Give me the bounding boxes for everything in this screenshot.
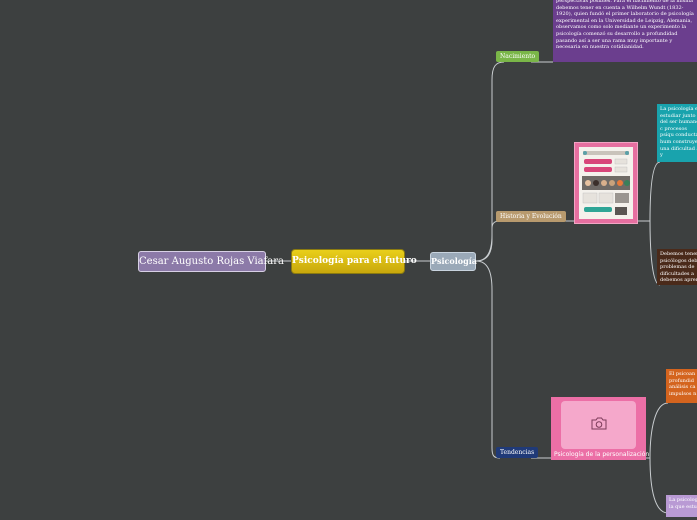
infographic-thumbnail (579, 147, 633, 219)
psicologia-node[interactable]: Psicología (430, 252, 477, 271)
link-historia-teal (649, 161, 661, 222)
topic-historia[interactable]: Historia y Evolución (496, 211, 566, 222)
infographic-graphic (582, 151, 630, 215)
note-definicion[interactable]: La psicología e estudiar junto del ser h… (657, 104, 697, 162)
topic-tendencias[interactable]: Tendencias (496, 447, 539, 458)
topic-nacimiento[interactable]: Nacimiento (496, 51, 540, 62)
link-psicologia-tendencias (475, 260, 501, 459)
link-tendencias-orange (649, 402, 669, 459)
note-psicologia-estudio[interactable]: La psicolog la que estud (666, 495, 697, 517)
image-placeholder (561, 401, 636, 449)
author-node[interactable]: Cesar Augusto Rojas Viafara (138, 251, 284, 272)
note-psicologos[interactable]: Debemos tener psicólogos deb problemas d… (657, 249, 697, 285)
image-caption: Psicología de la personalización (554, 451, 650, 458)
note-psicoanalisis[interactable]: El psicoan profundid análisis ca impulso… (666, 369, 697, 403)
link-tendencias-lilac (649, 457, 669, 514)
link-psicologia-trunk (475, 61, 505, 262)
link-psicologia-historia (475, 220, 501, 262)
note-nacimiento[interactable]: perspectivas posibles. Para el nacimient… (553, 0, 697, 62)
personalization-image-card[interactable]: Psicología de la personalización (551, 397, 650, 460)
history-infographic-image[interactable] (574, 142, 638, 224)
camera-icon (591, 417, 607, 430)
central-topic-node[interactable]: Psicología para el futuro (291, 249, 417, 274)
